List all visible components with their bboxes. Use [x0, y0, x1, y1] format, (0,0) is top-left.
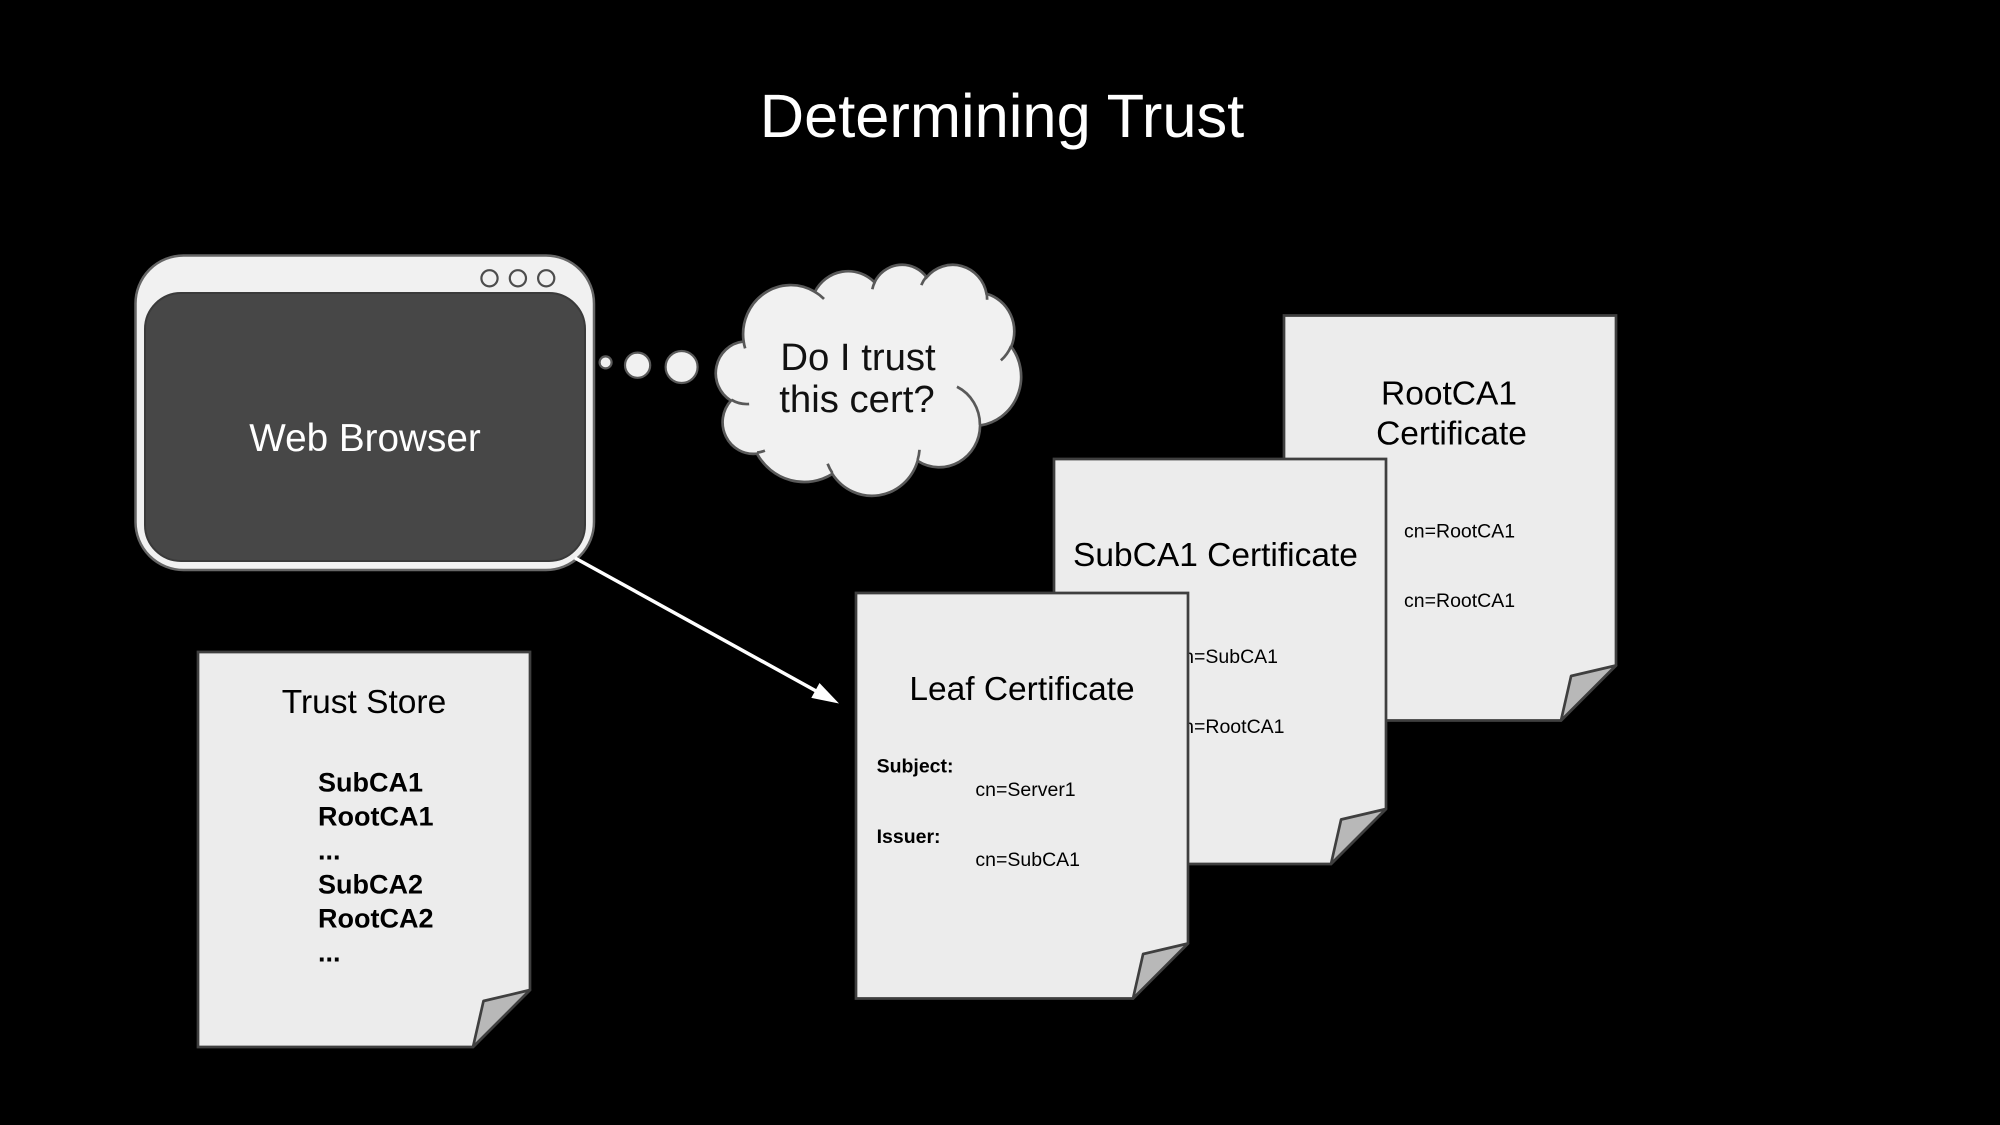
svg-text:Do I trust: Do I trust — [780, 336, 936, 379]
svg-text:this cert?: this cert? — [779, 378, 934, 421]
svg-text:cn=Server1: cn=Server1 — [975, 779, 1075, 801]
svg-text:cn=RootCA1: cn=RootCA1 — [1173, 716, 1284, 738]
svg-text:Leaf Certificate: Leaf Certificate — [909, 671, 1134, 708]
svg-text:Certificate: Certificate — [1376, 416, 1527, 453]
svg-text:RootCA2: RootCA2 — [318, 904, 434, 934]
svg-text:cn=RootCA1: cn=RootCA1 — [1404, 521, 1515, 543]
svg-text:Subject:: Subject: — [877, 755, 954, 777]
svg-text:SubCA1 Certificate: SubCA1 Certificate — [1073, 537, 1358, 574]
svg-text:cn=SubCA1: cn=SubCA1 — [975, 849, 1080, 871]
svg-text:Issuer:: Issuer: — [877, 826, 941, 848]
svg-text:...: ... — [318, 836, 341, 866]
svg-text:SubCA2: SubCA2 — [318, 870, 423, 900]
svg-text:cn=SubCA1: cn=SubCA1 — [1173, 646, 1278, 668]
svg-text:Web Browser: Web Browser — [249, 417, 481, 460]
svg-text:Trust Store: Trust Store — [282, 684, 446, 721]
svg-text:...: ... — [318, 938, 341, 968]
svg-text:cn=RootCA1: cn=RootCA1 — [1404, 590, 1515, 612]
svg-text:Determining Trust: Determining Trust — [760, 82, 1244, 151]
svg-text:SubCA1: SubCA1 — [318, 768, 423, 798]
svg-text:RootCA1: RootCA1 — [1381, 375, 1517, 412]
svg-text:RootCA1: RootCA1 — [318, 802, 434, 832]
